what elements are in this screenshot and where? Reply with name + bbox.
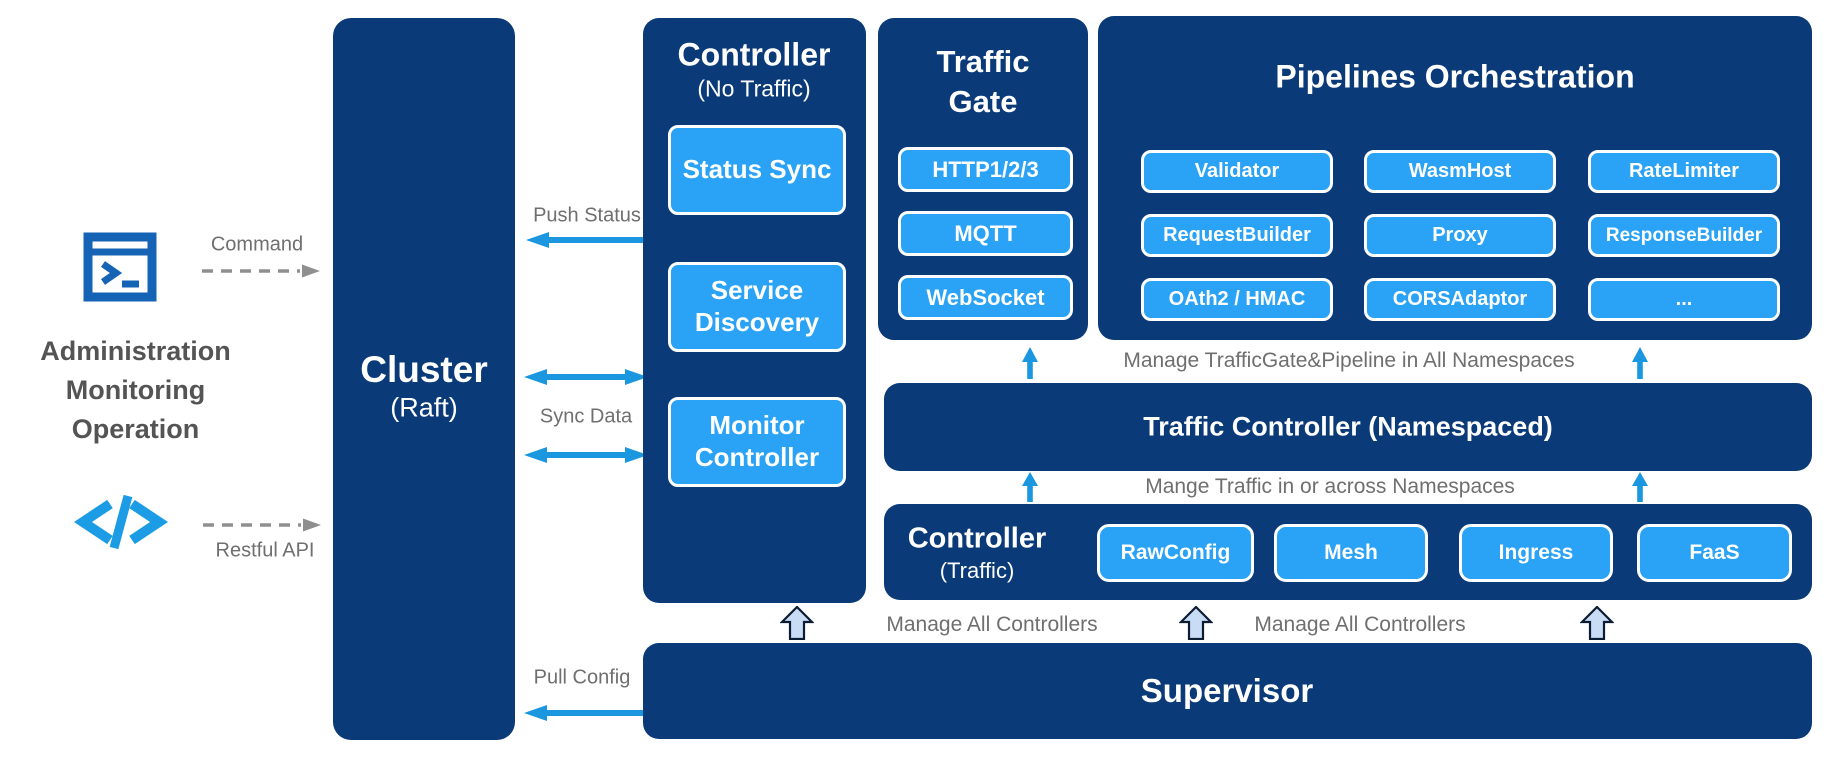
supervisor-box: Supervisor xyxy=(643,643,1812,739)
sync-data-arrow-bottom xyxy=(524,447,648,463)
sync-data-arrow-top xyxy=(524,369,648,385)
push-status-arrow xyxy=(526,232,647,248)
chip-mesh: Mesh xyxy=(1274,524,1428,582)
chip-ratelimiter-label: RateLimiter xyxy=(1628,160,1740,182)
chip-corsadaptor: CORSAdaptor xyxy=(1364,278,1556,321)
controller-traffic-subtitle: (Traffic) xyxy=(939,558,1015,583)
cluster-title: Cluster xyxy=(360,349,488,390)
chip-ellipsis-label: ... xyxy=(1675,288,1693,310)
admin-caption: Administration Monitoring Operation xyxy=(8,332,263,449)
cluster-subtitle: (Raft) xyxy=(390,392,458,423)
push-status-label: Push Status xyxy=(533,204,641,227)
chip-mesh-label: Mesh xyxy=(1324,541,1378,564)
chip-ellipsis: ... xyxy=(1588,278,1780,321)
code-icon xyxy=(73,494,169,550)
chip-requestbuilder-label: RequestBuilder xyxy=(1163,224,1311,246)
command-dashed-arrow xyxy=(202,264,320,278)
restful-dashed-arrow xyxy=(203,518,321,532)
up-arrow-namespaced-right xyxy=(1632,472,1648,502)
up-arrow-gate xyxy=(1022,347,1038,379)
manage-all-controllers-right-label: Manage All Controllers xyxy=(1254,613,1466,636)
chip-status-sync: Status Sync xyxy=(668,125,846,215)
chip-mqtt-label: MQTT xyxy=(954,220,1017,246)
manage-gate-pipeline-label: Manage TrafficGate&Pipeline in All Names… xyxy=(1123,349,1575,372)
admin-caption-line3: Operation xyxy=(71,414,200,444)
traffic-controller-title: Traffic Controller (Namespaced) xyxy=(1143,411,1553,442)
pull-config-arrow xyxy=(524,705,645,721)
chip-service-discovery-label: Service Discovery xyxy=(694,275,820,337)
chip-ingress-label: Ingress xyxy=(1498,541,1574,564)
chip-ratelimiter: RateLimiter xyxy=(1588,150,1780,193)
chip-mqtt: MQTT xyxy=(898,211,1073,256)
chip-requestbuilder: RequestBuilder xyxy=(1141,214,1333,257)
command-label: Command xyxy=(210,233,304,256)
chip-oath2-hmac-label: OAth2 / HMAC xyxy=(1168,288,1306,310)
traffic-gate-title-line2: Gate xyxy=(948,84,1018,119)
chip-websocket-label: WebSocket xyxy=(926,284,1045,310)
block-arrow-right xyxy=(1580,606,1614,640)
chip-monitor-controller: Monitor Controller xyxy=(668,397,846,487)
block-arrow-middle xyxy=(1179,606,1213,640)
manage-all-controllers-left-label: Manage All Controllers xyxy=(886,613,1098,636)
chip-monitor-controller-label: Monitor Controller xyxy=(694,410,820,472)
chip-http123-label: HTTP1/2/3 xyxy=(932,156,1039,182)
block-arrow-left xyxy=(780,606,814,640)
chip-validator: Validator xyxy=(1141,150,1333,193)
chip-proxy: Proxy xyxy=(1364,214,1556,257)
admin-caption-line2: Monitoring xyxy=(65,375,206,405)
chip-websocket: WebSocket xyxy=(898,275,1073,320)
chip-http123: HTTP1/2/3 xyxy=(898,147,1073,192)
up-arrow-pipelines xyxy=(1632,347,1648,379)
traffic-controller-bar: Traffic Controller (Namespaced) xyxy=(884,383,1812,471)
terminal-icon xyxy=(83,232,157,302)
up-arrow-namespaced-left xyxy=(1022,472,1038,502)
manage-traffic-label: Mange Traffic in or across Namespaces xyxy=(1145,475,1515,498)
traffic-gate-title-line1: Traffic xyxy=(936,44,1030,79)
chip-ingress: Ingress xyxy=(1459,524,1613,582)
controller-no-traffic-title: Controller xyxy=(677,36,831,73)
controller-traffic-title: Controller xyxy=(907,522,1047,555)
chip-rawconfig: RawConfig xyxy=(1097,524,1254,582)
controller-no-traffic-subtitle: (No Traffic) xyxy=(697,75,811,102)
chip-wasmhost: WasmHost xyxy=(1364,150,1556,193)
pull-config-label: Pull Config xyxy=(533,666,631,689)
chip-responsebuilder-label: ResponseBuilder xyxy=(1605,224,1763,246)
chip-status-sync-label: Status Sync xyxy=(682,154,832,185)
chip-oath2-hmac: OAth2 / HMAC xyxy=(1141,278,1333,321)
supervisor-title: Supervisor xyxy=(1140,672,1314,709)
admin-caption-line1: Administration xyxy=(40,336,231,366)
chip-wasmhost-label: WasmHost xyxy=(1408,160,1512,182)
restful-api-label: Restful API xyxy=(215,539,315,562)
chip-rawconfig-label: RawConfig xyxy=(1120,541,1231,564)
pipelines-orchestration-title: Pipelines Orchestration xyxy=(1275,58,1635,95)
chip-faas-label: FaaS xyxy=(1689,541,1740,564)
chip-corsadaptor-label: CORSAdaptor xyxy=(1392,288,1528,310)
cluster-box xyxy=(333,18,515,740)
chip-proxy-label: Proxy xyxy=(1432,224,1488,246)
chip-faas: FaaS xyxy=(1637,524,1792,582)
chip-service-discovery: Service Discovery xyxy=(668,262,846,352)
sync-data-label: Sync Data xyxy=(539,405,633,428)
chip-validator-label: Validator xyxy=(1194,160,1280,182)
chip-responsebuilder: ResponseBuilder xyxy=(1588,214,1780,257)
